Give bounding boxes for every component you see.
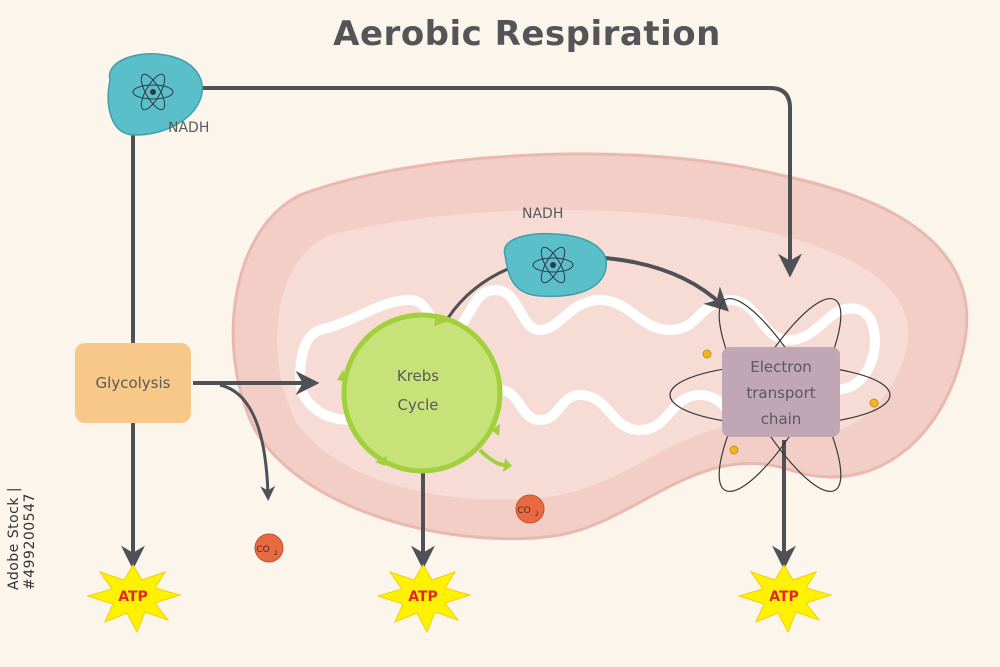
nadh-top-shape — [107, 53, 204, 136]
co2-left-circle — [254, 533, 284, 563]
co2-left: CO 2 — [254, 533, 284, 563]
starburst-icon — [376, 564, 472, 634]
co2-right-sub: 2 — [535, 511, 539, 518]
chevron-icon — [503, 458, 512, 472]
mitochondrion — [231, 152, 969, 541]
atp-left-label: ATP — [118, 589, 148, 605]
chevron-icon — [375, 456, 387, 466]
arrow-nadh-to-etc — [190, 86, 802, 278]
atp-left: ATP — [86, 564, 182, 634]
atp-right-label: ATP — [769, 589, 799, 605]
arrow-glycolysis-to-co2 — [219, 383, 276, 501]
krebs-label-line1: Krebs — [397, 367, 439, 385]
co2-left-label: CO — [256, 545, 269, 555]
chevron-icon — [434, 314, 446, 326]
diagram-title: Aerobic Respiration — [333, 14, 721, 54]
co2-right: CO 2 — [515, 494, 545, 524]
atom-icon — [532, 246, 574, 284]
line-krebs-to-nadh — [446, 266, 511, 319]
etc-electrons — [702, 349, 879, 455]
nadh-top-label: NADH — [168, 120, 209, 136]
etc-label-line2: transport — [746, 384, 815, 402]
atom-icon — [132, 73, 174, 111]
nadh-mid — [503, 232, 607, 298]
co2-left-sub: 2 — [274, 550, 278, 557]
etc-box — [722, 347, 840, 437]
starburst-icon — [86, 564, 182, 634]
co2-right-label: CO — [517, 506, 530, 516]
nadh-mid-label: NADH — [522, 206, 563, 222]
chevron-icon — [337, 370, 347, 382]
co2-right-circle — [515, 494, 545, 524]
krebs-cycle-arrowheads — [337, 314, 500, 466]
nadh-top — [107, 53, 204, 136]
krebs-cycle-circle — [341, 312, 503, 474]
atp-middle: ATP — [376, 564, 472, 634]
atp-right: ATP — [737, 564, 833, 634]
etc-label-line3: chain — [761, 410, 802, 428]
glycolysis-label: Glycolysis — [96, 374, 171, 392]
arrow-nadh-to-etc-mid — [604, 256, 729, 312]
chevron-icon — [491, 424, 500, 436]
atp-middle-label: ATP — [408, 589, 438, 605]
stock-watermark-id: Adobe Stock | #499200547 — [6, 486, 38, 590]
krebs-co2-branch — [478, 448, 506, 467]
krebs-label-line2: Cycle — [398, 396, 439, 414]
etc-label-line1: Electron — [750, 358, 812, 376]
starburst-icon — [737, 564, 833, 634]
glycolysis-box — [75, 343, 191, 423]
pathway-arrows — [121, 86, 802, 570]
